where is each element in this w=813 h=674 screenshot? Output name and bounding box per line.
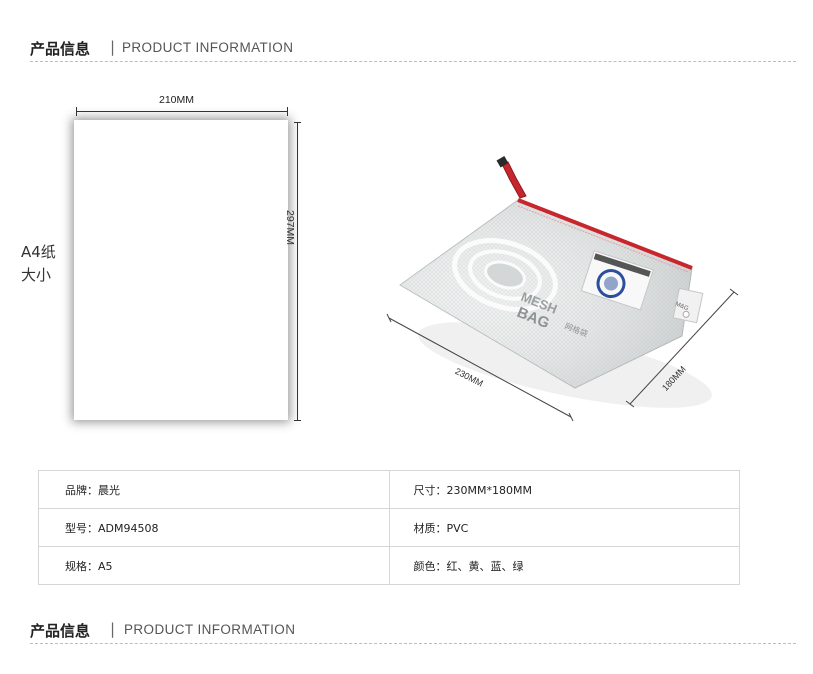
section-title-en: PRODUCT INFORMATION — [124, 622, 296, 637]
spec-material: 材质：PVC — [388, 508, 740, 547]
product-specs-table: 品牌：晨光 尺寸：230MM*180MM 型号：ADM94508 材质：PVC … — [38, 470, 740, 585]
paper-width-tick-right — [287, 107, 288, 116]
section-title-cn: 产品信息 — [30, 40, 91, 58]
bag-tab-text: M&G — [674, 301, 689, 312]
section-title-cn: 产品信息 — [30, 622, 91, 640]
table-row: 规格：A5 颜色：红、黄、蓝、绿 — [38, 546, 740, 585]
paper-size-caption: A4纸 大小 — [21, 241, 56, 287]
section-title-en: PRODUCT INFORMATION — [122, 40, 294, 55]
section-title-separator: | — [110, 620, 116, 638]
zipper-pull — [496, 156, 527, 199]
paper-height-tick-top — [294, 122, 301, 123]
bag-hanging-tab — [672, 287, 704, 324]
bag-width-dimension-line — [386, 313, 574, 422]
bag-height-dimension-line — [625, 288, 739, 408]
spec-colors: 颜色：红、黄、蓝、绿 — [388, 546, 740, 585]
spec-format: 规格：A5 — [38, 546, 390, 585]
section-title-separator: | — [110, 38, 116, 56]
paper-width-label: 210MM — [159, 94, 195, 106]
spec-brand: 品牌：晨光 — [38, 470, 390, 509]
paper-caption-line2: 大小 — [21, 266, 52, 284]
bag-sticker — [580, 250, 654, 311]
bag-zipper — [517, 198, 693, 270]
mesh-bag-illustration: MESH BAG 网格袋 M&G — [386, 156, 739, 422]
a4-paper-illustration — [74, 120, 288, 420]
table-row: 型号：ADM94508 材质：PVC — [38, 508, 740, 547]
paper-height-tick-bottom — [294, 420, 301, 421]
paper-height-dimension-line — [297, 122, 298, 420]
bag-print-circles — [452, 238, 558, 312]
spec-size: 尺寸：230MM*180MM — [388, 470, 740, 509]
spec-model: 型号：ADM94508 — [38, 508, 390, 547]
paper-width-tick-left — [76, 107, 77, 116]
section-header-top: 产品信息 | PRODUCT INFORMATION — [30, 35, 796, 62]
paper-width-dimension-line — [76, 111, 287, 112]
paper-caption-line1: A4纸 — [21, 243, 56, 261]
table-row: 品牌：晨光 尺寸：230MM*180MM — [38, 470, 740, 509]
section-header-bottom: 产品信息 | PRODUCT INFORMATION — [30, 617, 796, 644]
paper-height-label: 297MM — [284, 210, 296, 246]
